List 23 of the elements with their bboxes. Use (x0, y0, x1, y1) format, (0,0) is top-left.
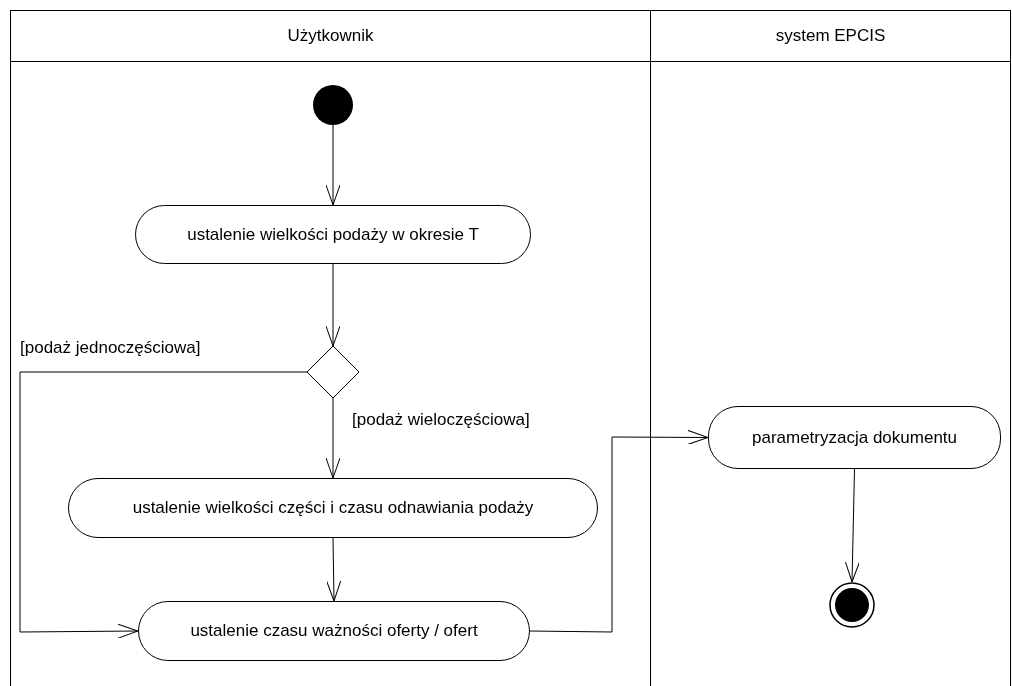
swimlane (650, 10, 1011, 686)
arrow (325, 263, 341, 347)
action-label: ustalenie czasu ważności oferty / ofert (190, 621, 478, 641)
action-label: ustalenie wielkości części i czasu odnawiania podaży (132, 498, 534, 518)
action-label: parametryzacja dokumentu (751, 427, 957, 448)
lane-header: system EPCIS (651, 11, 1010, 62)
swimlane (10, 10, 651, 686)
action-box (138, 601, 530, 661)
arrow (844, 468, 860, 583)
guard-label: [podaż jednoczęściowa] (20, 338, 201, 358)
decision-diamond (307, 346, 359, 398)
arrow (529, 429, 709, 633)
action-box (708, 406, 1001, 469)
action-box (68, 478, 598, 538)
final-node (829, 582, 875, 628)
arrow (325, 397, 341, 479)
lane-header: Użytkownik (11, 11, 650, 62)
arrow (19, 371, 308, 639)
guard-label: [podaż wieloczęściowa] (352, 410, 530, 430)
arrow (325, 124, 341, 206)
arrow (326, 537, 342, 602)
action-label: ustalenie wielkości podaży w okresie T (187, 224, 479, 245)
initial-node (313, 85, 353, 125)
